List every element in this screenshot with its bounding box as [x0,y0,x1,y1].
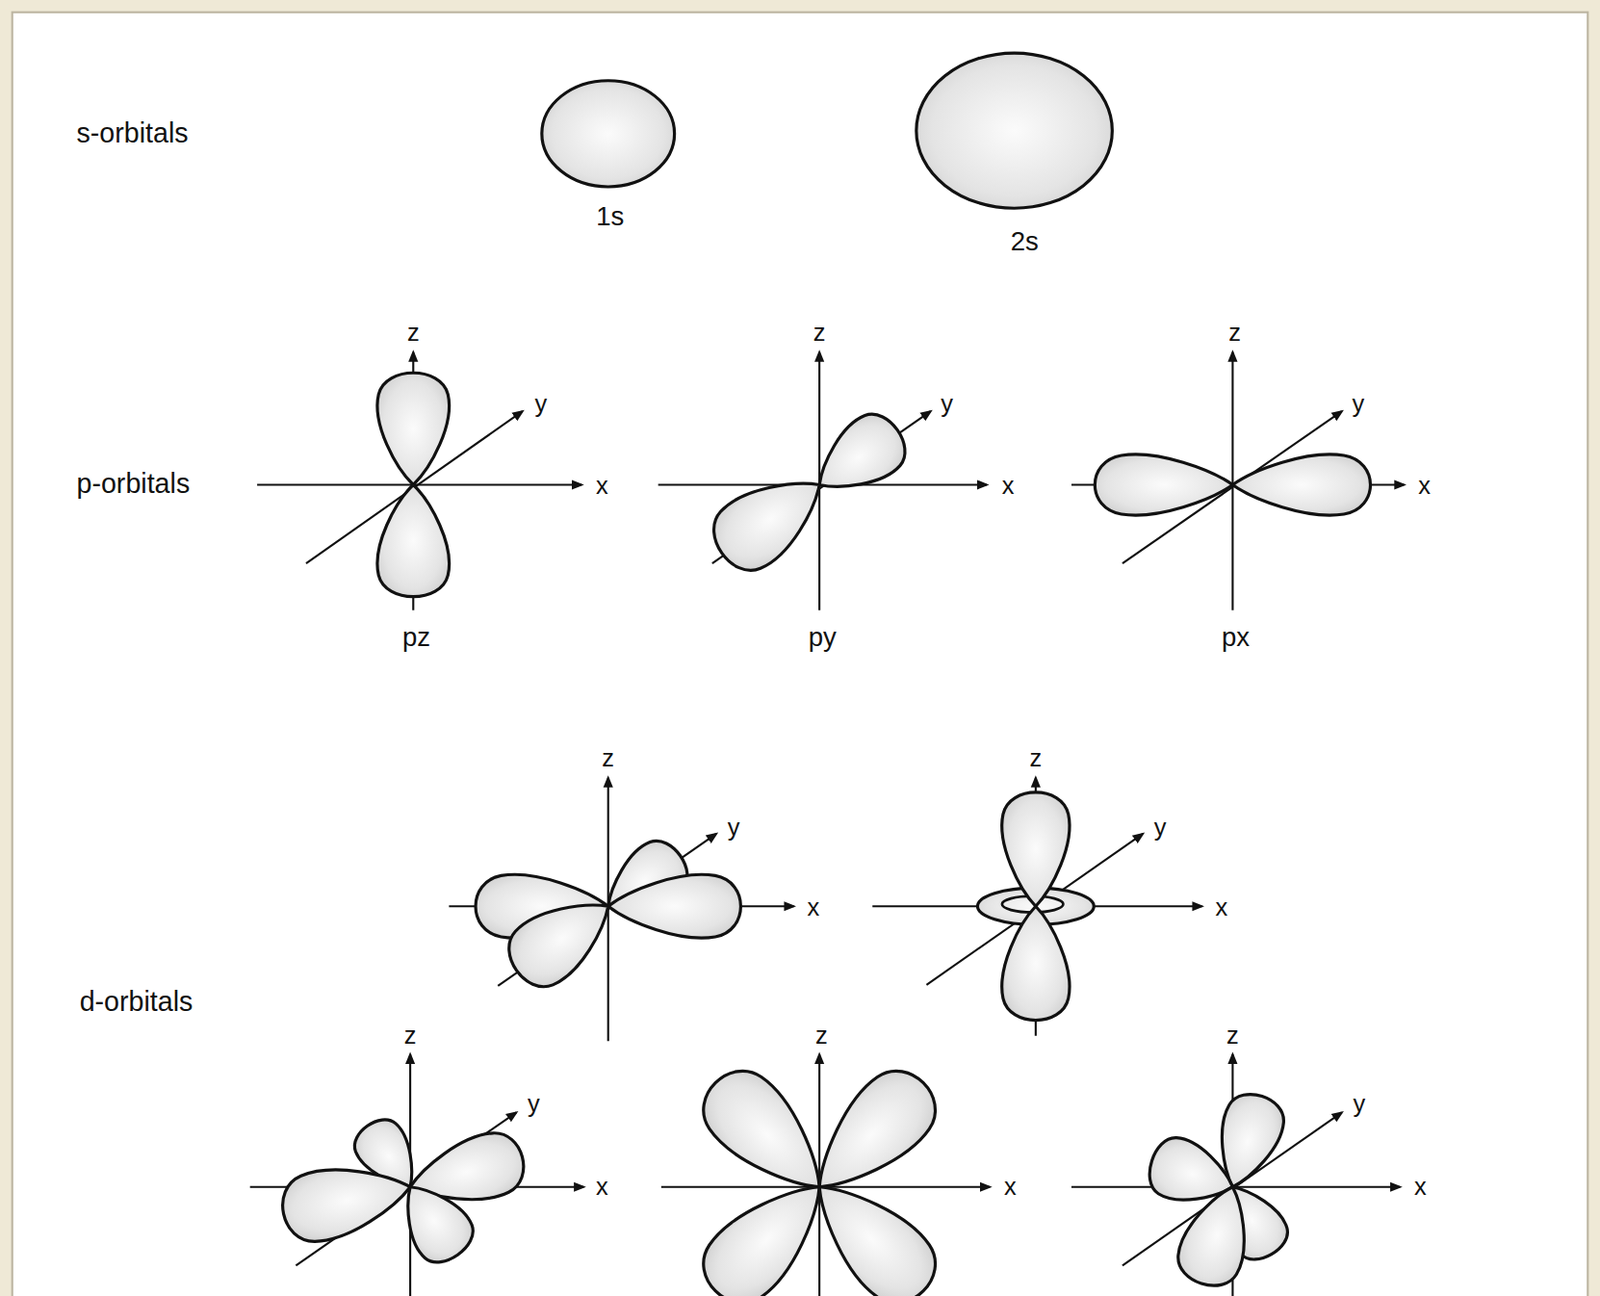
row-heading: p-orbitals [76,470,190,499]
axis-label: x [1414,1174,1427,1199]
axis-label: x [595,473,609,498]
axis-label: z [407,320,420,345]
axis-label: x [595,1174,609,1199]
axis-label: x [1214,895,1228,920]
axis-label: y [1351,391,1365,416]
orbital-name: pz [402,623,431,651]
axis-label: y [1352,1091,1366,1116]
row-heading: s-orbitals [76,120,188,149]
axis-label: z [601,746,615,771]
s-orbital-2s [916,52,1113,208]
axis-label: y [1154,815,1167,840]
axis-label: z [813,320,826,345]
axis-label: z [1226,1023,1239,1048]
axis-label: y [940,391,954,416]
axis-label: y [727,815,741,840]
axis-label: x [1418,473,1431,498]
s-orbital-1s [541,80,675,187]
axis-label: z [815,1023,828,1048]
axes [250,352,1405,1296]
orbital-name: px [1221,623,1250,651]
axis-label: z [1228,320,1241,345]
orbital-name: 2s [1010,227,1039,255]
axis-label: y [527,1091,541,1116]
orbital-name: py [808,623,837,651]
orbital-name: 1s [595,203,624,231]
axis-label: z [404,1023,417,1048]
axis-label: x [1004,1174,1017,1199]
axis-label: x [1002,473,1015,498]
row-heading: d-orbitals [79,988,194,1017]
lobes [276,372,1370,1296]
axis-label: y [534,391,547,416]
axis-label: x [806,895,820,920]
axis-label: z [1029,746,1042,771]
